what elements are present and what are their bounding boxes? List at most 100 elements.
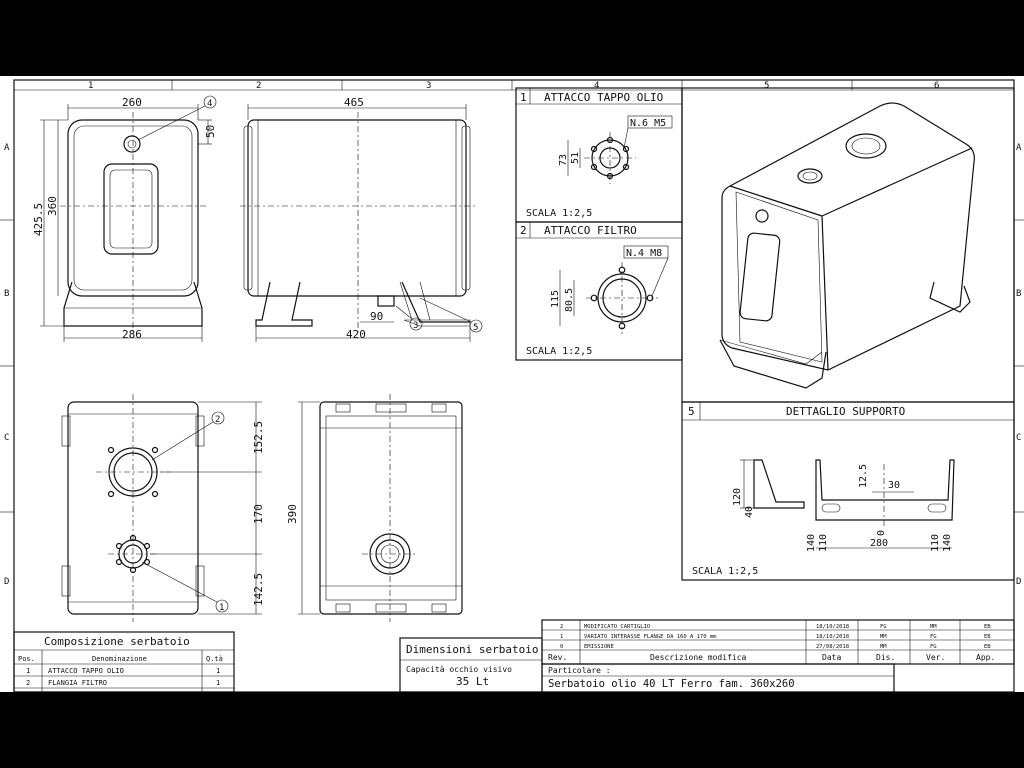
dim-425-5: 425.5 [32,203,45,236]
title-block-particolare-label: Particolare : [548,666,611,675]
detail-1-number: 1 [520,91,527,104]
front-view [60,112,206,332]
composition-row-1-qty: 1 [216,667,220,675]
callout-3: 3 [413,321,418,331]
dim-260: 260 [122,96,142,109]
support-dim-30: 30 [888,480,900,491]
bottom-view [319,394,463,622]
detail-2-dim-115: 115 [550,290,561,308]
support-dim-120: 120 [732,488,743,506]
detail-2-scale: SCALA 1:2,5 [526,346,592,357]
composition-row-1-name: ATTACCO TAPPO OLIO [48,667,124,675]
dimensions-box-value: 35 Lt [456,675,489,688]
dim-465: 465 [344,96,364,109]
rev-header-rev: Rev. [548,653,567,662]
dim-286: 286 [122,328,142,341]
detail-1-dim-51: 51 [570,152,581,164]
dim-50: 50 [204,125,217,138]
callout-2: 2 [215,415,220,425]
rev-row-1-ver: MM [930,624,937,630]
detail-5-scale: SCALA 1:2,5 [692,566,758,577]
dim-90: 90 [370,310,383,323]
composition-row-1-pos: 1 [26,667,30,675]
detail-2-dim-80-5: 80.5 [564,288,575,312]
rev-header-dis: Dis. [876,653,895,662]
row-label-d: D [4,577,9,587]
detail-attacco-tappo-olio: 1 ATTACCO TAPPO OLIO N.6 M5 73 51 SCALA … [515,87,683,223]
rev-row-2-ver: FG [930,634,937,640]
dim-152-5: 152.5 [252,421,265,454]
row-label-a: A [4,143,10,153]
composition-row-2-qty: 1 [216,679,220,687]
rev-row-1-dis: FG [880,624,887,630]
dimensions-box: Dimensioni serbatoio Capacità occhio vis… [399,637,543,692]
rev-row-3-desc: EMISSIONE [584,644,614,650]
dim-390: 390 [286,504,299,524]
support-dim-110-right: 110 [930,534,941,552]
detail-1-scale: SCALA 1:2,5 [526,208,592,219]
rev-row-2-app: EB [984,634,991,640]
support-dim-140-left: 140 [806,534,817,552]
detail-2-spec: N.4 M8 [626,248,662,259]
support-dim-280: 280 [870,538,888,549]
rev-header-app: App. [976,653,995,662]
composition-header-qty: Q.tà [206,655,223,663]
column-label-5: 5 [764,81,769,91]
support-dim-40: 40 [744,506,755,518]
top-view-dimensions: 152.5 170 142.5 2 1 [141,401,265,615]
side-view-dimensions: 465 420 90 3 5 [247,96,483,342]
callout-1: 1 [219,603,224,613]
support-dim-0: 0 [876,530,887,536]
row-label-c-right: C [1016,433,1021,443]
column-label-1: 1 [88,81,93,91]
title-block-particolare-value: Serbatoio olio 40 LT Ferro fam. 360x260 [548,678,795,690]
detail-attacco-filtro: 2 ATTACCO FILTRO N.4 M8 115 80.5 SCALA 1… [515,221,683,361]
drawing-sheet: 1 2 3 4 5 6 A B C D A B C D 260 50 42 [0,76,1024,692]
row-label-a-right: A [1016,143,1022,153]
rev-row-3-ver: FG [930,644,937,650]
row-label-b-right: B [1016,289,1021,299]
rev-row-1-rev: 2 [560,624,563,630]
rev-row-3-app: EB [984,644,991,650]
rev-header-desc: Descrizione modifica [650,653,747,662]
column-label-2: 2 [256,81,261,91]
support-dim-140-right: 140 [942,534,953,552]
composition-header-name: Denominazione [92,655,147,663]
column-label-6: 6 [934,81,939,91]
dimensions-box-label: Capacità occhio visivo [406,665,512,674]
callout-4: 4 [207,99,212,109]
callout-5: 5 [473,323,478,333]
composition-title: Composizione serbatoio [44,635,190,648]
front-view-dimensions: 260 50 425.5 360 286 4 [32,95,217,342]
sheet-border [13,79,1015,692]
support-dim-110-left: 110 [818,534,829,552]
dim-360: 360 [46,196,59,216]
top-view [61,394,205,622]
support-dim-12-5: 12.5 [858,464,869,488]
technical-drawing: 1 2 3 4 5 6 A B C D A B C D 260 50 42 [0,79,1024,692]
detail-5-number: 5 [688,405,695,418]
column-label-3: 3 [426,81,431,91]
row-label-b: B [4,289,9,299]
dim-170: 170 [252,504,265,524]
title-block: Particolare : Serbatoio olio 40 LT Ferro… [541,663,895,692]
composition-table: Composizione serbatoio Pos. Denominazion… [13,631,235,692]
composition-header-pos: Pos. [18,655,35,663]
dim-420: 420 [346,328,366,341]
side-view [240,112,476,332]
rev-row-2-dis: MM [880,634,887,640]
detail-2-number: 2 [520,224,527,237]
rev-row-3-date: 27/08/2018 [816,644,849,650]
detail-5-title: DETTAGLIO SUPPORTO [786,405,905,418]
isometric-view [681,87,1015,403]
rev-header-date: Data [822,653,841,662]
detail-supporto: 5 DETTAGLIO SUPPORTO 120 40 12.5 30 140 … [681,401,1015,581]
row-label-d-right: D [1016,577,1021,587]
rev-row-2-desc: VARIATO INTERASSE FLANGE DA 160 A 170 mm [584,634,717,640]
revision-table: 2 MODIFICATO CARTIGLIO 18/10/2018 FG MM … [541,619,1015,665]
composition-row-2-name: FLANGIA FILTRO [48,679,107,687]
bottom-view-dimensions: 390 [286,401,320,615]
row-label-c: C [4,433,9,443]
composition-row-2-pos: 2 [26,679,30,687]
rev-row-3-rev: 0 [560,644,563,650]
